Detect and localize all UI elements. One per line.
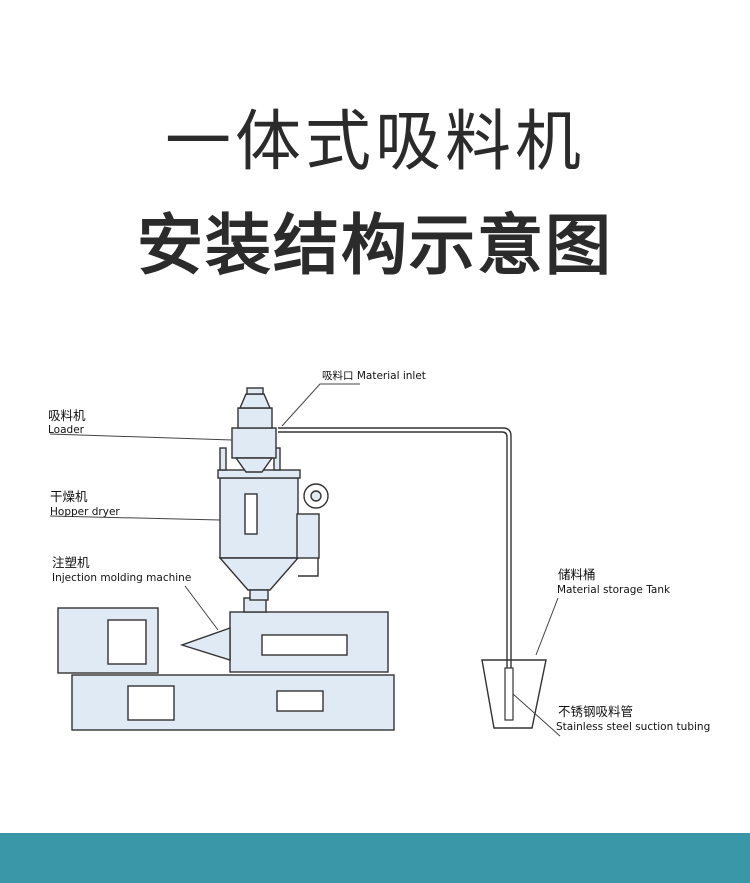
dryer-sight-glass	[244, 493, 258, 535]
loader-cone	[234, 457, 274, 473]
label-tank-en: Material storage Tank	[557, 584, 671, 596]
loader-body	[231, 427, 277, 459]
bottom-accent-bar	[0, 833, 750, 883]
loader-cap	[238, 393, 272, 409]
diagram-title-line1: 一体式吸料机	[165, 103, 585, 180]
machine-base	[71, 674, 395, 731]
label-imm-cn: 注塑机	[52, 555, 90, 570]
label-material-inlet: 吸料口 Material inlet	[322, 369, 426, 382]
heater-box	[296, 513, 320, 559]
leader-dryer	[49, 515, 221, 521]
air-duct	[298, 558, 319, 577]
dryer-frame-right	[273, 447, 281, 471]
leader-tank	[535, 597, 559, 656]
label-tube-en: Stainless steel suction tubing	[556, 721, 710, 733]
label-loader-cn: 吸料机	[48, 408, 86, 423]
base-panel	[127, 685, 175, 721]
label-loader-en: Loader	[48, 424, 85, 436]
label-tank-cn: 储料桶	[558, 567, 596, 582]
conveying-pipe-inner	[278, 431, 508, 700]
dryer-body	[219, 477, 299, 559]
clamp-window	[107, 619, 147, 665]
nozzle	[179, 627, 231, 661]
dryer-frame-left	[219, 447, 227, 471]
blower-hub	[310, 490, 322, 502]
diagram-title-line2: 安装结构示意图	[137, 207, 613, 284]
injection-window	[261, 634, 348, 656]
label-imm-en: Injection molding machine	[52, 572, 191, 584]
conveying-pipe	[278, 427, 512, 700]
suction-tubing	[504, 667, 514, 721]
dryer-outlet	[249, 589, 269, 601]
leader-material-inlet	[281, 383, 360, 427]
storage-tank	[481, 659, 547, 729]
loader-top	[246, 387, 264, 395]
label-dryer-cn: 干燥机	[50, 489, 88, 504]
base-panel-right	[276, 690, 324, 712]
leader-tube	[512, 693, 561, 737]
label-tube-cn: 不锈钢吸料管	[558, 704, 633, 719]
leader-imm	[184, 585, 219, 631]
leader-loader	[49, 433, 233, 441]
dryer-cone	[218, 557, 300, 591]
label-dryer-en: Hopper dryer	[50, 506, 120, 518]
loader-head	[237, 407, 273, 429]
